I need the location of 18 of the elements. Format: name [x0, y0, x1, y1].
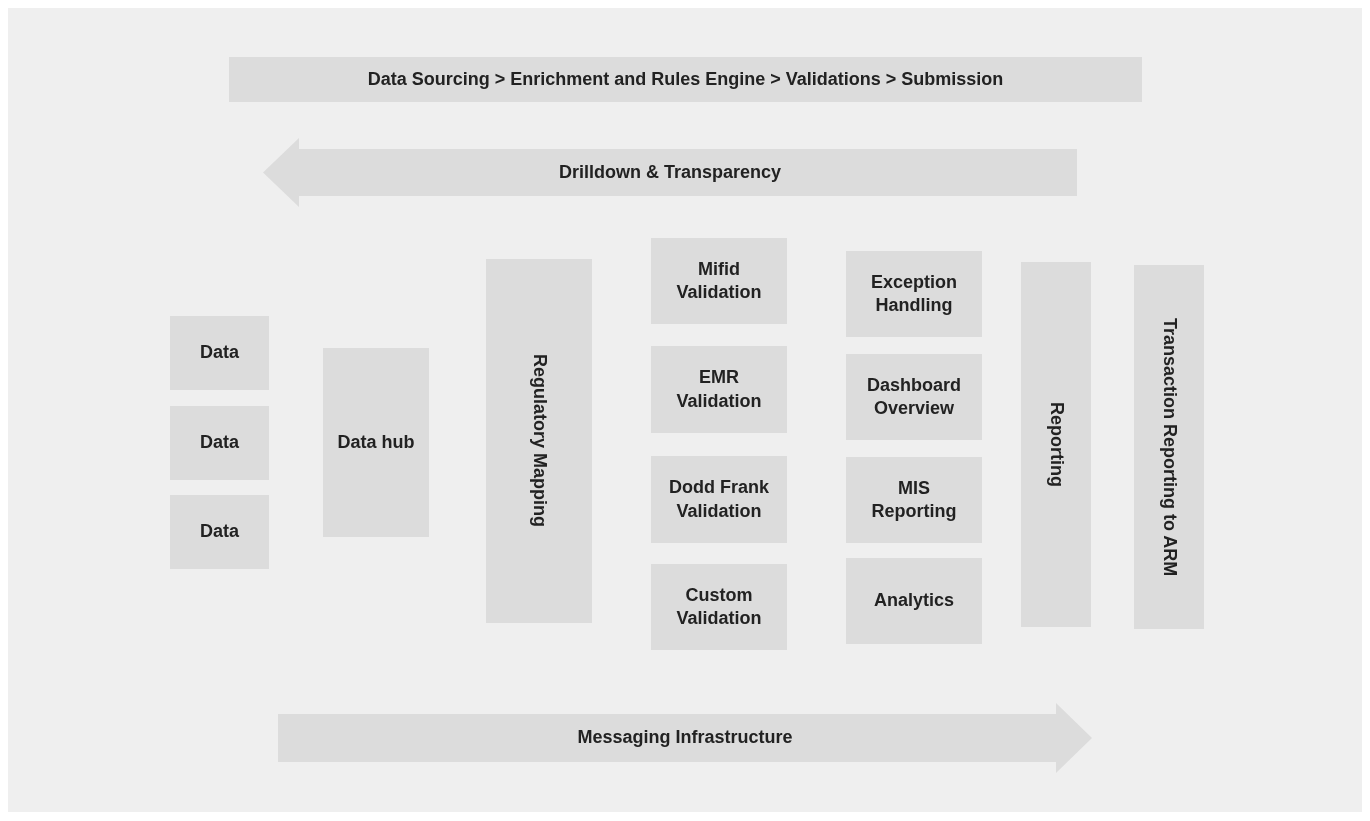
node-label: Reporting — [1045, 402, 1068, 487]
node-label: Custom Validation — [675, 583, 763, 630]
node-label: Data — [200, 431, 239, 455]
node-label: Data — [200, 520, 239, 544]
node-label: Messaging Infrastructure — [577, 726, 793, 750]
node-label: Drilldown & Transparency — [558, 160, 782, 184]
node-label: Mifid Validation — [675, 257, 763, 304]
node-label: Transaction Reporting to ARM — [1158, 317, 1181, 577]
node-label: Data — [200, 341, 239, 365]
node-label: Dashboard Overview — [866, 373, 962, 420]
node-label: EMR Validation — [675, 366, 763, 413]
node-label: Dodd Frank Validation — [668, 476, 770, 523]
node-label: Regulatory Mapping — [528, 354, 551, 528]
node-label: MIS Reporting — [870, 476, 958, 523]
node-label: Data hub — [337, 430, 415, 454]
node-label: Analytics — [873, 589, 954, 613]
node-label: Data Sourcing > Enrichment and Rules Engine > Validations > Submission — [367, 67, 1004, 91]
node-label: Exception Handling — [870, 270, 958, 317]
